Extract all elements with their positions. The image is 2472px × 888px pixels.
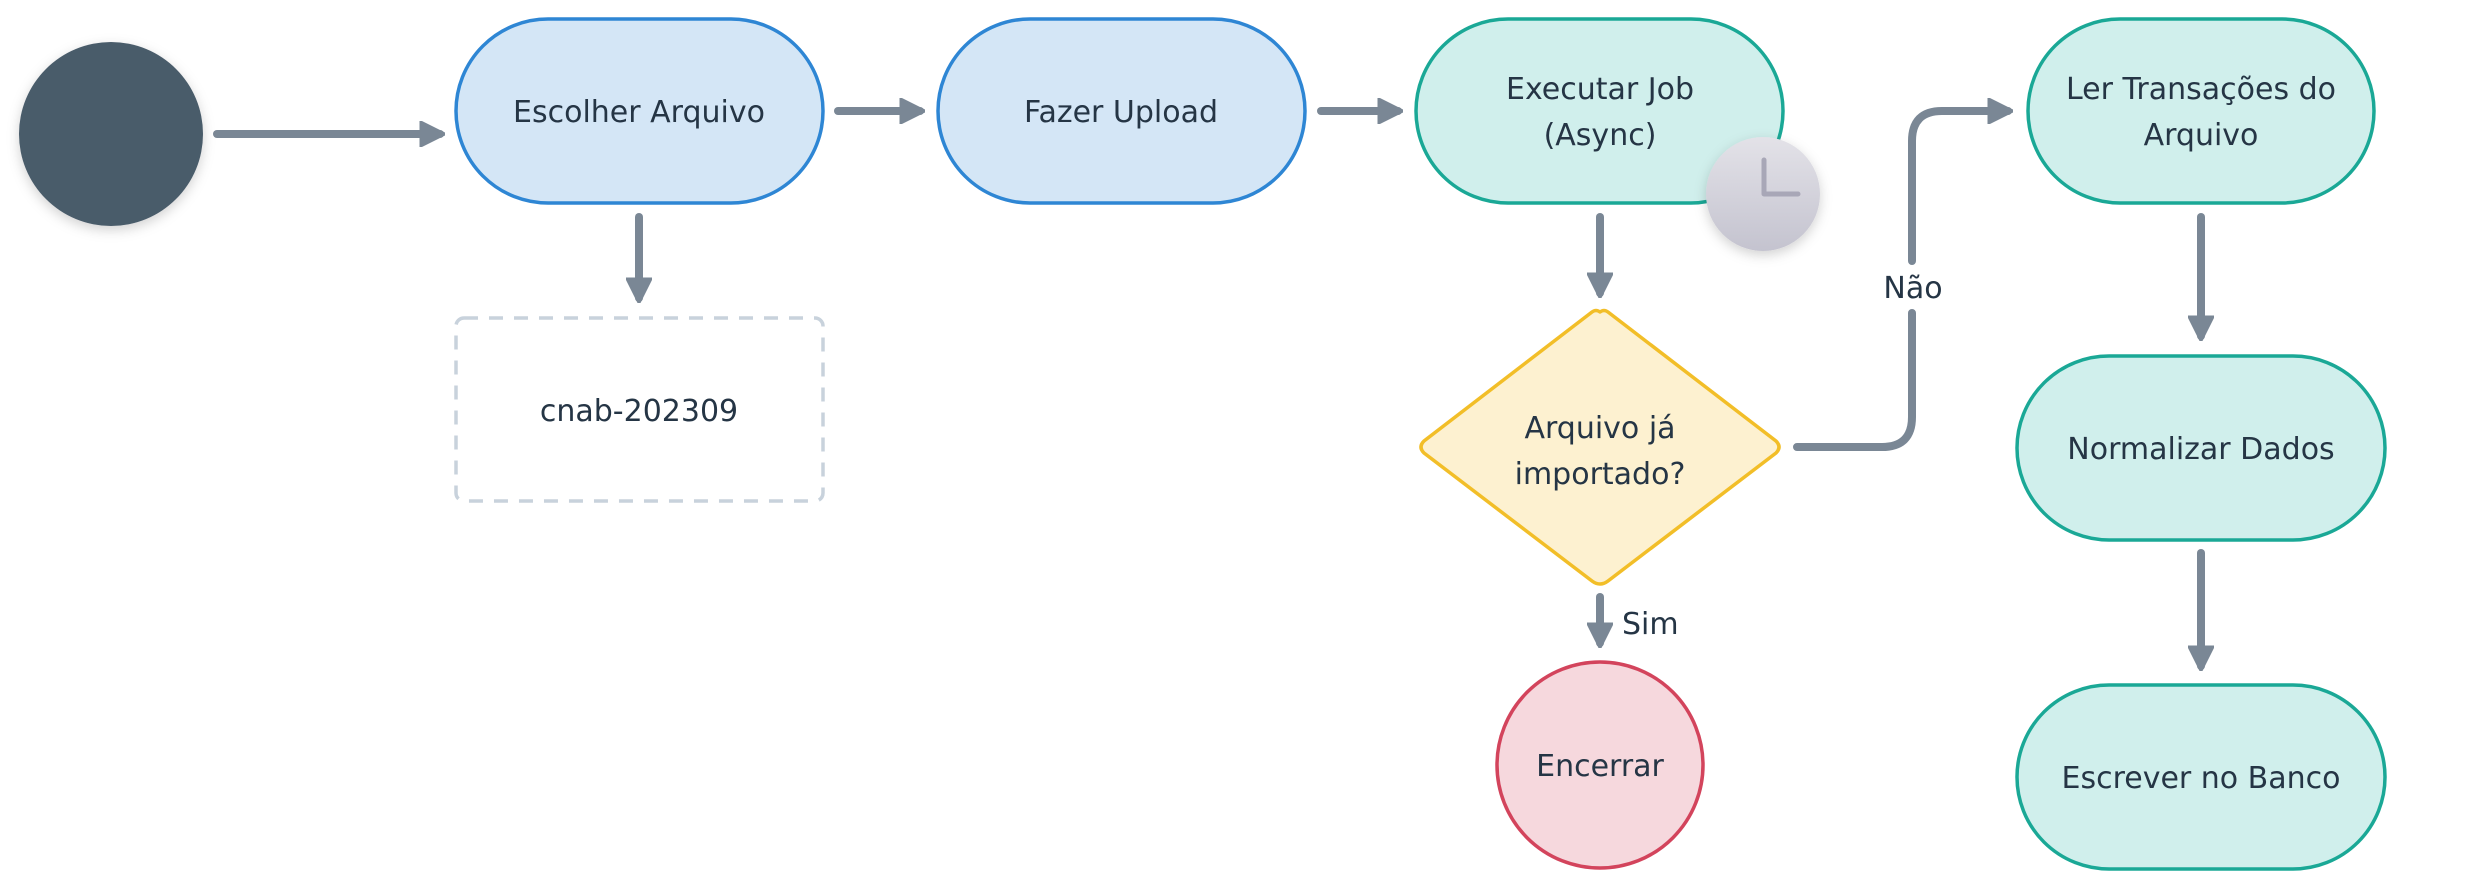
node-escolher-arquivo-label: Escolher Arquivo [513, 95, 765, 130]
node-ler-transacoes-label-line1: Ler Transações do [2066, 72, 2336, 107]
node-normalizar-dados-label: Normalizar Dados [2067, 432, 2334, 467]
clock-icon [1706, 137, 1820, 251]
node-escrever-banco-label: Escrever no Banco [2061, 761, 2340, 796]
node-escrever-banco[interactable]: Escrever no Banco [2015, 683, 2387, 871]
note-cnab-file-label: cnab-202309 [540, 394, 738, 429]
node-ler-transacoes-label-line2: Arquivo [2144, 118, 2259, 153]
node-encerrar[interactable]: Encerrar [1495, 660, 1705, 870]
edge-label-sim: Sim [1622, 607, 1679, 642]
note-cnab-file[interactable]: cnab-202309 [454, 316, 825, 503]
node-fazer-upload-label: Fazer Upload [1024, 95, 1218, 130]
node-decisao-label-line1: Arquivo já [1524, 411, 1675, 446]
node-executar-job[interactable]: Executar Job (Async) [1414, 17, 1785, 205]
node-escolher-arquivo[interactable]: Escolher Arquivo [454, 17, 825, 205]
node-decisao-arquivo-importado[interactable]: Arquivo já importado? [1419, 308, 1781, 586]
node-executar-job-label-line1: Executar Job [1506, 72, 1694, 107]
node-fazer-upload[interactable]: Fazer Upload [936, 17, 1307, 205]
edge-decisao-to-ler-upper[interactable] [1908, 111, 2008, 265]
node-encerrar-label: Encerrar [1536, 749, 1664, 784]
edge-label-nao: Não [1883, 271, 1942, 306]
node-decisao-label-line2: importado? [1515, 457, 1686, 492]
node-ler-transacoes[interactable]: Ler Transações do Arquivo [2026, 17, 2376, 205]
node-executar-job-label-line2: (Async) [1544, 118, 1657, 153]
start-node[interactable] [19, 42, 203, 226]
edge-decisao-to-ler-lower[interactable] [1793, 309, 1916, 451]
edges [213, 111, 2201, 666]
node-normalizar-dados[interactable]: Normalizar Dados [2015, 354, 2387, 542]
